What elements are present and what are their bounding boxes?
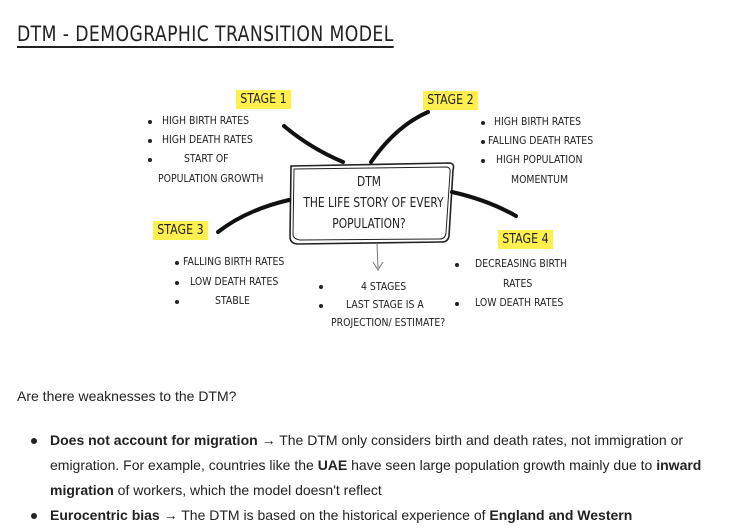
- bold-text: UAE: [317, 457, 348, 473]
- stage1-badge: STAGE 1: [236, 90, 291, 109]
- stage4-connector: [450, 190, 518, 218]
- central-line-2: THE LIFE STORY OF EVERY: [303, 196, 444, 211]
- bullet-dot: [319, 285, 323, 289]
- body-text: → The DTM is based on the historical exp…: [159, 507, 490, 523]
- stage2-note-3: HIGH POPULATION: [496, 153, 583, 166]
- bottom-note-2: LAST STAGE IS A: [346, 298, 424, 311]
- stage1-connector: [282, 124, 345, 164]
- body-text: → The DTM only considers birth and death…: [50, 432, 684, 473]
- stage2-connector: [369, 110, 430, 164]
- stage2-note-2: FALLING DEATH RATES: [488, 134, 594, 147]
- list-item: Does not account for migration → The DTM…: [20, 428, 735, 503]
- bottom-note-1: 4 STAGES: [361, 280, 407, 293]
- stage2-note-1: HIGH BIRTH RATES: [494, 115, 582, 128]
- stage4-note-2: RATES: [503, 277, 533, 290]
- bold-text: Does not account for migration: [50, 432, 258, 448]
- bullet-dot: [175, 281, 179, 285]
- bullet-dot: [148, 139, 152, 143]
- central-box-outline: [289, 162, 455, 245]
- central-line-3: POPULATION?: [332, 217, 406, 232]
- page-title: DTM - DEMOGRAPHIC TRANSITION MODEL: [17, 22, 394, 46]
- bullet-dot: [319, 304, 323, 308]
- stage4-note-1: DECREASING BIRTH: [475, 257, 568, 270]
- bullet-dot: [148, 158, 152, 162]
- stage3-note-1: FALLING BIRTH RATES: [183, 255, 285, 268]
- bullet-dot: [455, 263, 459, 267]
- body-text: of workers, which the model doesn't refl…: [113, 482, 382, 498]
- stage3-note-2: LOW DEATH RATES: [190, 275, 279, 288]
- bullet-dot: [481, 140, 485, 144]
- central-box-inner-outline: [292, 166, 451, 241]
- central-box: DTM THE LIFE STORY OF EVERY POPULATION?: [289, 172, 449, 235]
- bullet-dot: [175, 300, 179, 304]
- bottom-note-3: PROJECTION/ ESTIMATE?: [331, 316, 446, 329]
- stage4-note-3: LOW DEATH RATES: [475, 296, 564, 309]
- stage1-note-3: START OF: [184, 152, 229, 165]
- bullet-dot: [148, 120, 152, 124]
- stage2-badge: STAGE 2: [423, 91, 478, 110]
- bullet-dot: [175, 261, 179, 265]
- stage4-badge: STAGE 4: [498, 230, 553, 249]
- stage3-connector: [216, 198, 291, 234]
- down-arrow: [372, 242, 384, 271]
- central-line-1: DTM: [357, 175, 381, 190]
- stage1-note-4: POPULATION GROWTH: [158, 172, 264, 185]
- stage2-note-4: MOMENTUM: [511, 173, 569, 186]
- bold-text: inward migration: [50, 457, 702, 498]
- bold-text: England and Western: [489, 507, 633, 523]
- stage1-note-1: HIGH BIRTH RATES: [162, 114, 250, 127]
- bullet-dot: [481, 159, 485, 163]
- diagram-strokes: [216, 110, 518, 271]
- bullet-dot: [481, 121, 485, 125]
- list-item: Eurocentric bias → The DTM is based on t…: [20, 503, 735, 528]
- stage3-badge: STAGE 3: [153, 221, 208, 240]
- bold-text: Eurocentric bias: [50, 507, 160, 523]
- stage1-note-2: HIGH DEATH RATES: [162, 133, 253, 146]
- stage3-note-3: STABLE: [215, 294, 250, 307]
- weakness-list: Does not account for migration → The DTM…: [20, 428, 735, 528]
- question-text: Are there weaknesses to the DTM?: [17, 388, 237, 404]
- bullet-dot: [455, 302, 459, 306]
- body-text: have seen large population growth mainly…: [347, 457, 657, 473]
